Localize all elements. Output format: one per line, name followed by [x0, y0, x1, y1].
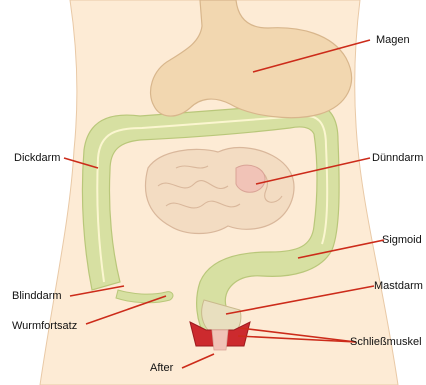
- label-mastdarm: Mastdarm: [374, 280, 423, 293]
- small-intestine: [145, 148, 293, 234]
- label-magen: Magen: [376, 34, 410, 47]
- label-duenndarm: Dünndarm: [372, 152, 423, 165]
- label-sigmoid: Sigmoid: [382, 234, 422, 247]
- label-wurmfortsatz: Wurmfortsatz: [12, 320, 77, 333]
- label-blinddarm: Blinddarm: [12, 290, 62, 303]
- label-dickdarm: Dickdarm: [14, 152, 60, 165]
- label-after: After: [150, 362, 173, 375]
- label-schliessmuskel: Schließmuskel: [350, 336, 422, 349]
- anal-canal: [212, 330, 228, 350]
